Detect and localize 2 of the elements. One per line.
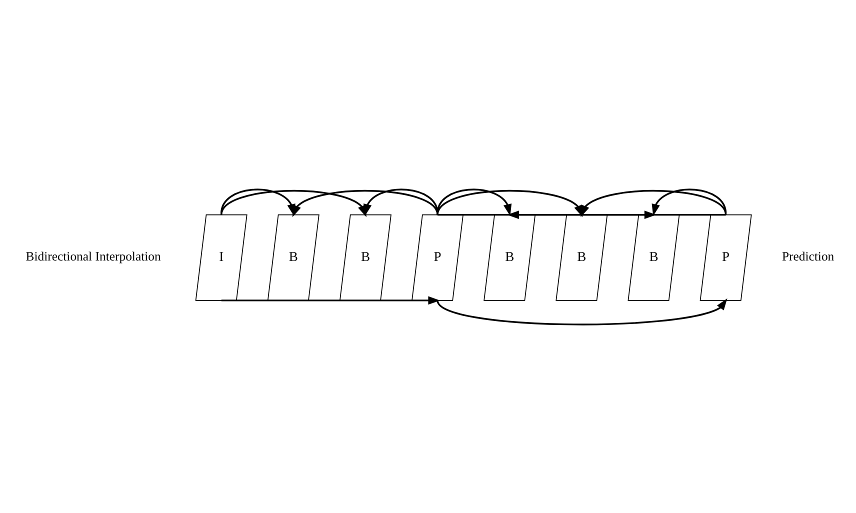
label: Prediction <box>782 249 834 264</box>
label: Bidirectional Interpolation <box>26 249 161 264</box>
